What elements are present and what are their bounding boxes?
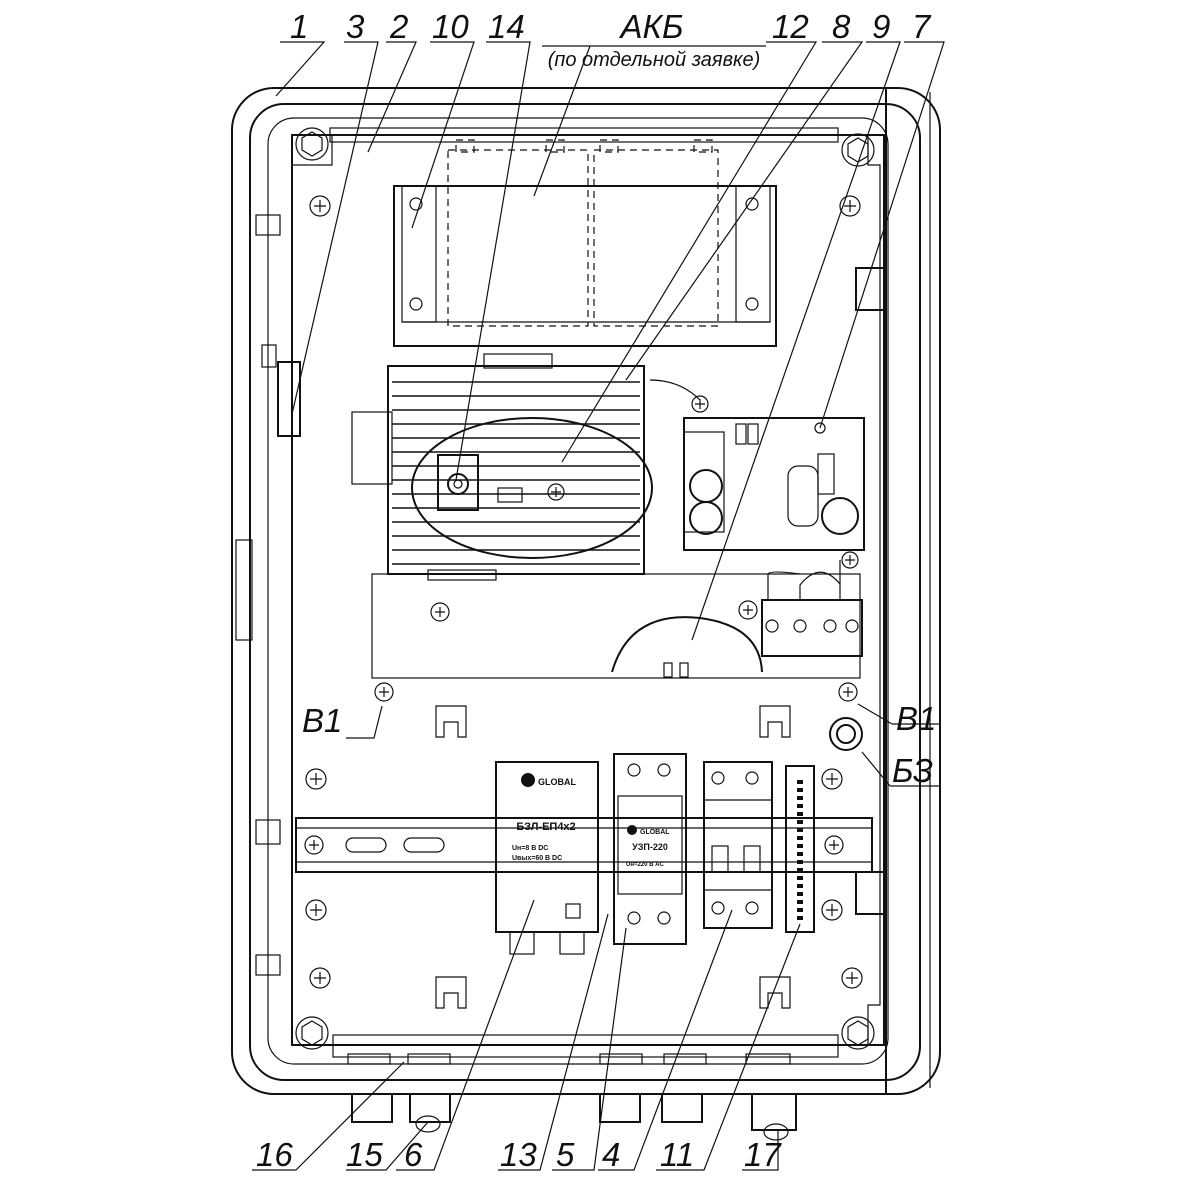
svg-text:GLOBAL: GLOBAL bbox=[538, 777, 576, 787]
neutral-bus-bar bbox=[785, 765, 815, 933]
battery-label: АКБ bbox=[619, 8, 684, 45]
callout-2: 2 bbox=[389, 8, 408, 45]
battery-note: (по отдельной заявке) bbox=[548, 49, 761, 71]
leader-lines bbox=[252, 41, 945, 1171]
callout-8: 8 bbox=[832, 8, 851, 45]
bzl-spec2: Uвых=60 В DC bbox=[512, 855, 562, 862]
callouts-top: 1 3 2 10 14 12 8 9 7 bbox=[290, 8, 932, 45]
label-b3: БЗ bbox=[892, 752, 933, 789]
callout-13: 13 bbox=[500, 1136, 537, 1173]
label-b1-left: В1 bbox=[302, 702, 342, 739]
label-b1-right: В1 bbox=[896, 700, 936, 737]
callout-6: 6 bbox=[404, 1136, 423, 1173]
callout-14: 14 bbox=[488, 8, 525, 45]
callout-7: 7 bbox=[912, 8, 932, 45]
b1-screws bbox=[374, 682, 858, 702]
callout-3: 3 bbox=[346, 8, 365, 45]
power-supply-module bbox=[351, 353, 701, 581]
base-plate bbox=[371, 573, 861, 679]
svg-text:GLOBAL: GLOBAL bbox=[640, 829, 670, 836]
callout-10: 10 bbox=[432, 8, 469, 45]
callout-16: 16 bbox=[256, 1136, 293, 1173]
base-plate-cutaway bbox=[611, 616, 763, 673]
battery-bay bbox=[393, 139, 777, 347]
bzl-module: GLOBAL bbox=[495, 761, 599, 955]
callout-17: 17 bbox=[744, 1136, 782, 1173]
cable-glands bbox=[347, 1053, 797, 1141]
small-slots bbox=[663, 662, 689, 678]
bzl-name: БЗЛ-ЕП4х2 bbox=[516, 821, 575, 833]
terminal-block bbox=[761, 551, 863, 657]
callout-9: 9 bbox=[872, 8, 890, 45]
circuit-breaker bbox=[703, 761, 773, 929]
enclosure-body bbox=[231, 87, 941, 1095]
corner-hex-bolts bbox=[295, 127, 875, 1050]
uzp-spec: Uн=220 В AC bbox=[626, 862, 664, 868]
uzp-name: УЗП-220 bbox=[632, 842, 668, 852]
callout-15: 15 bbox=[346, 1136, 383, 1173]
callout-11: 11 bbox=[660, 1136, 694, 1173]
bzl-spec1: Uн=8 В DC bbox=[512, 845, 548, 852]
grounding-stud bbox=[829, 717, 863, 751]
cable-hooks bbox=[435, 705, 791, 1009]
din-rail bbox=[295, 817, 873, 873]
plate-screws bbox=[305, 195, 863, 989]
battery-leader bbox=[533, 45, 591, 197]
callout-4: 4 bbox=[602, 1136, 620, 1173]
mounting-plate bbox=[291, 127, 881, 1058]
callout-12: 12 bbox=[772, 8, 809, 45]
left-hinges bbox=[235, 214, 301, 976]
terminal-board bbox=[683, 395, 865, 551]
callout-5: 5 bbox=[556, 1136, 575, 1173]
uzp-module: GLOBAL bbox=[613, 753, 687, 945]
callouts-bottom: 16 15 6 13 5 4 11 17 bbox=[256, 1136, 782, 1173]
callout-1: 1 bbox=[290, 8, 308, 45]
